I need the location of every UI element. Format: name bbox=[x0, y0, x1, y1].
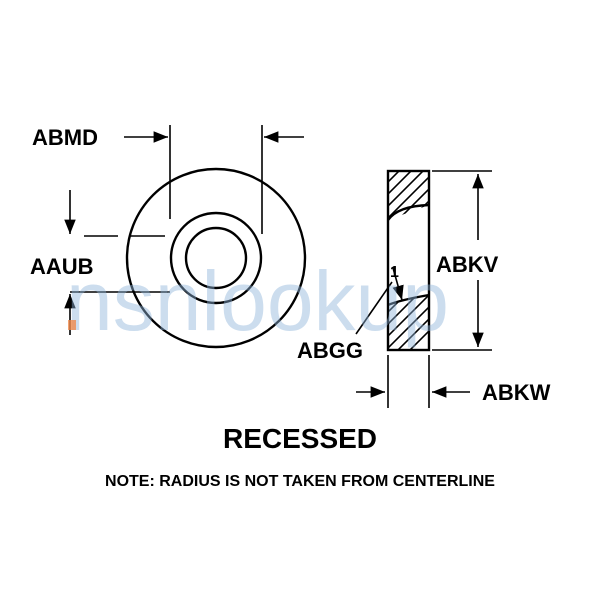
recess-profile-bottom bbox=[387, 293, 430, 307]
abgg-leader bbox=[355, 281, 393, 335]
diagram-title: RECESSED bbox=[223, 423, 377, 454]
bore-circle bbox=[184, 226, 248, 290]
watermark-dot bbox=[68, 320, 76, 330]
hatch-top bbox=[388, 171, 429, 220]
outer-circle bbox=[125, 167, 307, 349]
abkw-label: ABKW bbox=[482, 380, 551, 405]
abmd-label: ABMD bbox=[32, 125, 98, 150]
radius-mark: 1 bbox=[390, 264, 399, 281]
aaub-dimension: AAUB bbox=[30, 190, 94, 335]
abgg-dimension: ABGG bbox=[297, 281, 393, 363]
washer-side-view: 1 bbox=[386, 169, 431, 352]
hatch-bottom bbox=[388, 295, 429, 350]
aaub-label: AAUB bbox=[30, 254, 94, 279]
washer-front-view bbox=[70, 125, 307, 349]
abgg-label: ABGG bbox=[297, 338, 363, 363]
watermark-text: nsnlookup bbox=[66, 254, 449, 348]
recess-circle bbox=[169, 211, 263, 305]
abmd-dimension: ABMD bbox=[32, 125, 304, 150]
abkv-dimension: ABKV bbox=[432, 170, 499, 351]
abkw-dimension: ABKW bbox=[356, 355, 551, 408]
watermark: nsnlookup bbox=[66, 254, 449, 348]
radius-leader bbox=[392, 267, 404, 301]
recess-profile bbox=[387, 203, 430, 221]
diagram-note: NOTE: RADIUS IS NOT TAKEN FROM CENTERLIN… bbox=[105, 473, 495, 490]
abkv-label: ABKV bbox=[436, 252, 499, 277]
